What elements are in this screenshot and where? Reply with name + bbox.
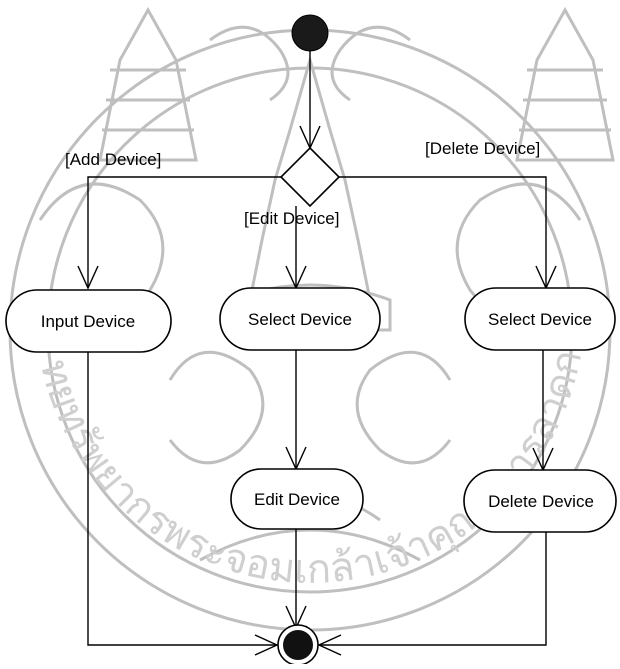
- activity-select-device-delete: Select Device: [465, 288, 615, 350]
- edge-decision-to-select-delete: [339, 177, 546, 288]
- activity-select-device-delete-label: Select Device: [488, 310, 592, 329]
- activity-delete-device-label: Delete Device: [488, 492, 594, 511]
- decision-node: [281, 148, 339, 206]
- final-node: [278, 625, 318, 664]
- initial-node: [292, 15, 328, 51]
- activity-input-device-label: Input Device: [41, 312, 136, 331]
- guard-delete-device: [Delete Device]: [425, 139, 540, 158]
- activity-edit-device: Edit Device: [231, 469, 363, 529]
- guard-add-device: [Add Device]: [65, 150, 161, 169]
- activity-edit-device-label: Edit Device: [254, 490, 340, 509]
- activity-select-device-edit: Select Device: [220, 288, 380, 350]
- activity-delete-device: Delete Device: [464, 470, 616, 532]
- activity-input-device: Input Device: [6, 290, 171, 352]
- edge-decision-to-input: [88, 177, 283, 288]
- guard-edit-device: [Edit Device]: [244, 209, 339, 228]
- activity-select-device-edit-label: Select Device: [248, 310, 352, 329]
